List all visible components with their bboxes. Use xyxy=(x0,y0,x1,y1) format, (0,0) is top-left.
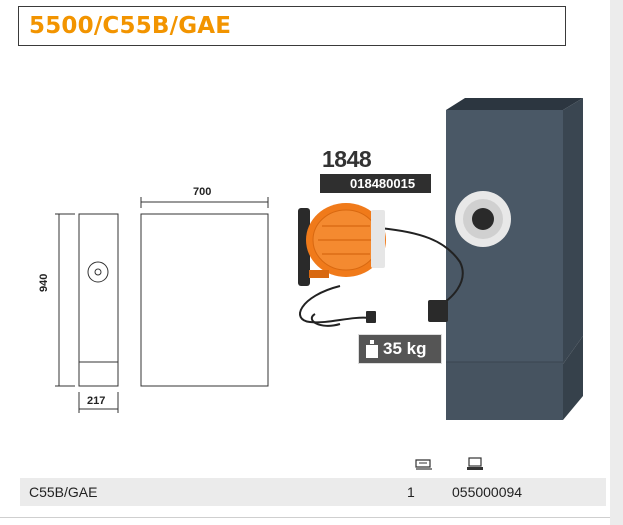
accessory-model-number: 1848 xyxy=(322,146,372,172)
row-quantity: 1 xyxy=(407,484,415,500)
bottom-divider xyxy=(0,517,610,518)
weight-badge: 35 kg xyxy=(358,334,442,364)
row-article-code: 055000094 xyxy=(452,484,523,500)
weight-icon xyxy=(366,340,378,358)
right-margin-bar xyxy=(610,0,623,525)
reel-cable xyxy=(299,227,464,327)
cabinet-illustration xyxy=(446,98,583,420)
accessory-article-code: 018480015 xyxy=(350,176,416,191)
cable-reel-illustration xyxy=(298,203,386,286)
weight-value: 35 kg xyxy=(383,339,427,358)
product-drawing xyxy=(55,98,583,420)
accessory-code-pill: 018480015 xyxy=(320,174,431,193)
quantity-icon xyxy=(415,459,432,470)
width-dimension: 700 xyxy=(193,186,212,198)
depth-dimension: 217 xyxy=(87,395,106,407)
title-box: 5500/C55B/GAE xyxy=(18,6,566,46)
cable-socket xyxy=(428,300,448,322)
height-dimension: 940 xyxy=(38,273,50,292)
table-row xyxy=(20,478,606,506)
cable-plug xyxy=(366,311,376,323)
row-model: C55B/GAE xyxy=(29,484,98,500)
front-view-drawing xyxy=(140,197,269,387)
product-title: 5500/C55B/GAE xyxy=(29,13,232,39)
article-code-icon xyxy=(467,457,483,470)
side-view-drawing xyxy=(55,213,119,413)
